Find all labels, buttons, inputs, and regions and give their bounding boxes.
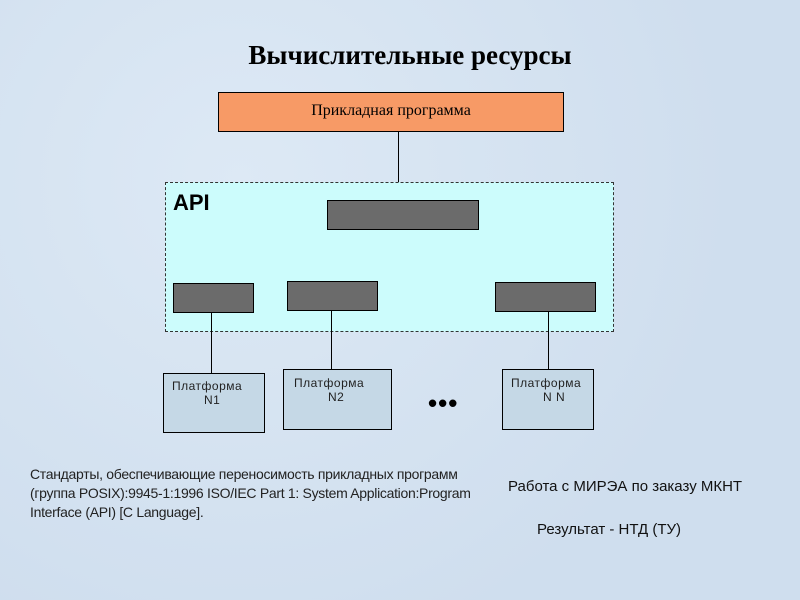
platform-label: Платформа bbox=[511, 376, 582, 390]
api-module-1 bbox=[173, 283, 254, 313]
api-top-module bbox=[327, 200, 479, 230]
platform-number: N2 bbox=[328, 390, 345, 404]
connector-line bbox=[398, 132, 399, 200]
connector-line bbox=[548, 312, 549, 370]
ellipsis: ••• bbox=[428, 388, 459, 418]
api-module-2 bbox=[287, 281, 378, 311]
platform-label: Платформа bbox=[172, 379, 243, 393]
platform-box-n: Платформа N N bbox=[502, 369, 594, 430]
connector-line bbox=[211, 313, 212, 374]
slide-title: Вычислительные ресурсы bbox=[248, 40, 572, 70]
platform-label: Платформа bbox=[294, 376, 365, 390]
api-label: API bbox=[173, 190, 210, 215]
platform-box-1: Платформа N1 bbox=[163, 373, 265, 433]
api-module-n bbox=[495, 282, 596, 312]
standards-text: Стандарты, обеспечивающие переносимость … bbox=[30, 466, 471, 520]
result-text: Результат - НТД (ТУ) bbox=[537, 521, 682, 538]
work-text: Работа с МИРЭА по заказу МКНТ bbox=[508, 478, 743, 495]
connector-line bbox=[331, 311, 332, 369]
platform-number: N N bbox=[543, 390, 566, 404]
platform-number: N1 bbox=[204, 393, 221, 407]
platform-box-2: Платформа N2 bbox=[283, 369, 392, 430]
application-box: Прикладная программа bbox=[218, 92, 564, 132]
